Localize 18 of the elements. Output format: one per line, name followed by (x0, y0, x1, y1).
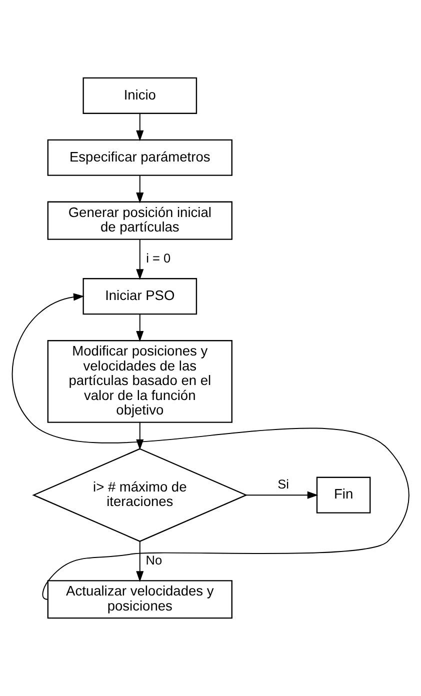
edge-label: i = 0 (146, 250, 171, 266)
arrow (136, 541, 144, 582)
edge-label: No (146, 552, 162, 568)
node-box: Actualizar velocidades y posiciones (47, 580, 232, 619)
arrow (136, 238, 144, 280)
node-box: Inicio (82, 77, 198, 114)
node-box: Iniciar PSO (82, 278, 198, 315)
node-box: Fin (316, 476, 371, 514)
node-diamond: i> # máximo de iteraciones (32, 448, 248, 542)
edge-label: Si (278, 476, 290, 492)
arrow (136, 314, 144, 342)
arrow (12, 293, 410, 600)
arrow (246, 491, 318, 499)
node-box: Modificar posiciones y velocidades de las partículas basado en el valor de la función objetivo (47, 340, 232, 423)
arrow (136, 113, 144, 142)
node-box: Especificar parámetros (47, 139, 232, 176)
node-box: Generar posición inicial de partículas (47, 201, 232, 240)
arrow (136, 175, 144, 204)
